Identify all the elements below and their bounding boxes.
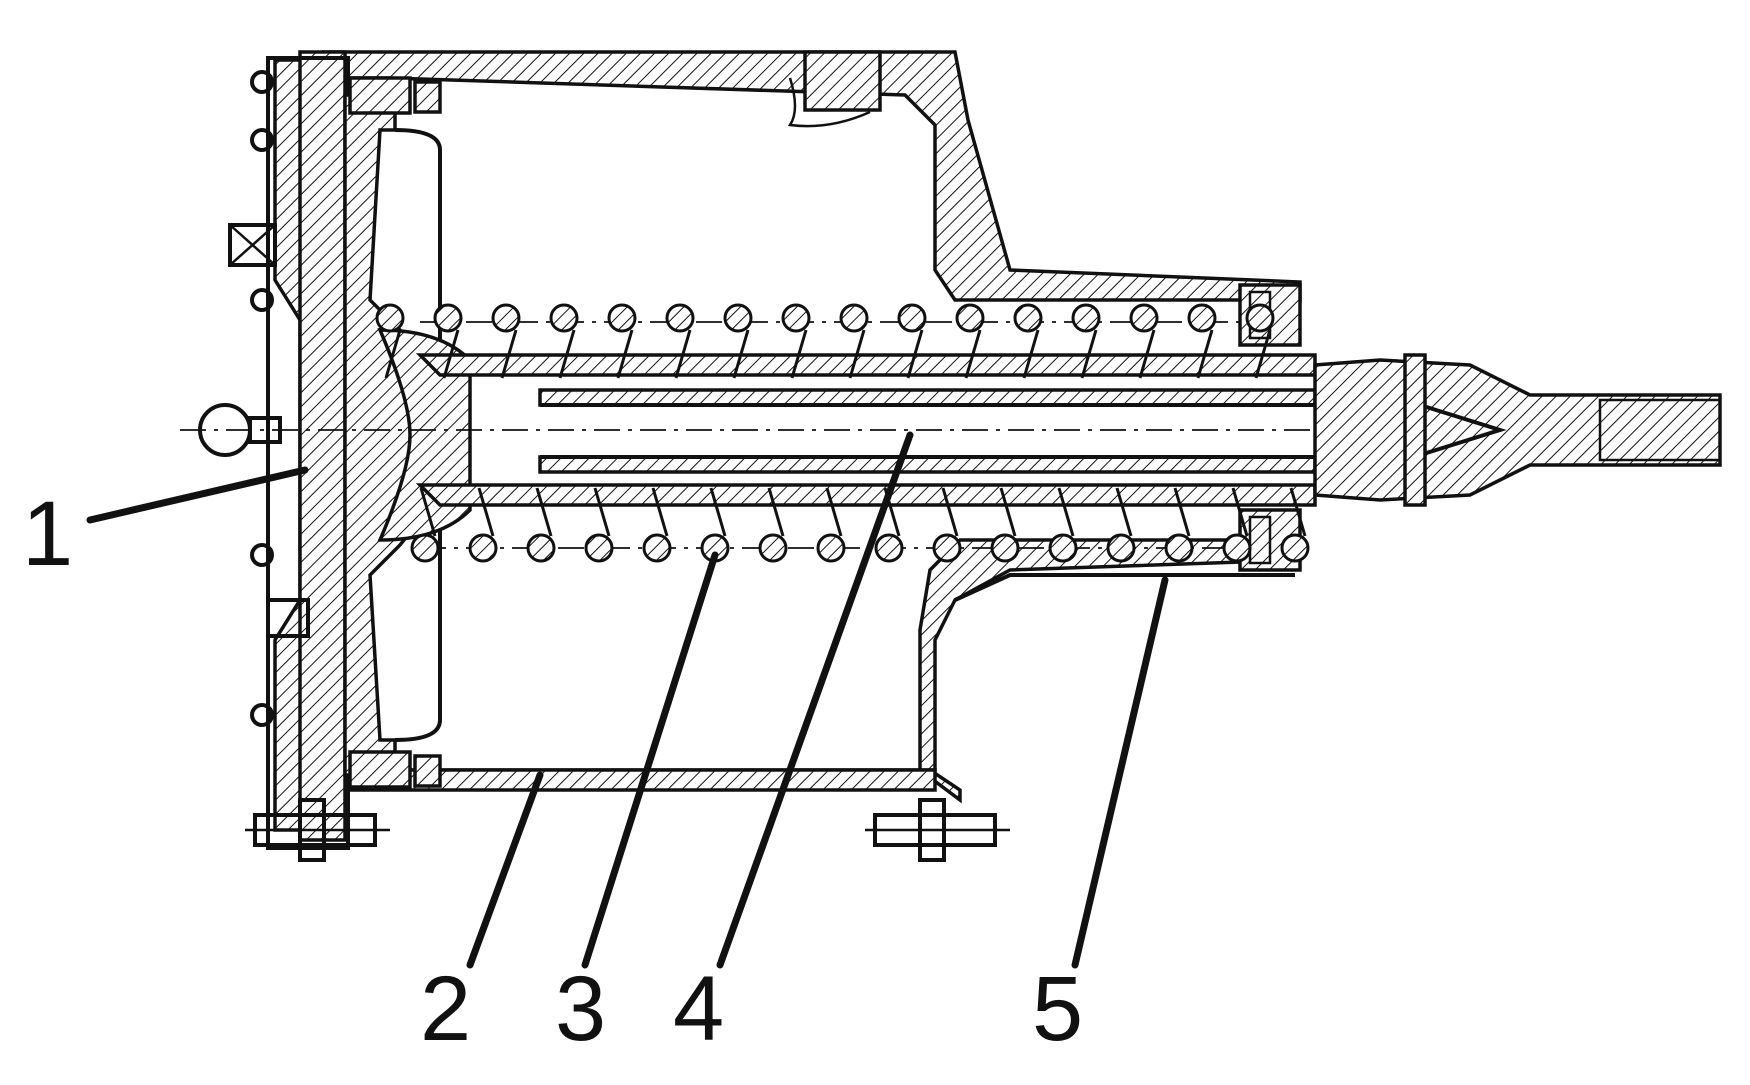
callout-number-5: 5 bbox=[1032, 958, 1083, 1060]
spring-coil bbox=[1071, 303, 1101, 333]
spring-coil-side bbox=[1057, 487, 1075, 537]
spring-coil bbox=[1245, 303, 1275, 333]
spring-coil-side bbox=[1080, 329, 1098, 379]
spring-coil bbox=[874, 533, 904, 563]
spring-coil bbox=[723, 303, 753, 333]
spring-coil-side bbox=[419, 487, 437, 537]
spring-coil-side bbox=[964, 329, 982, 379]
spring-coil-side bbox=[593, 487, 611, 537]
callout-number-2: 2 bbox=[420, 958, 471, 1060]
spring-coil-side bbox=[616, 329, 634, 379]
spring-coil bbox=[758, 533, 788, 563]
rod-end-fork bbox=[1313, 353, 1722, 507]
spring-coil-side bbox=[1254, 329, 1272, 379]
mounting-bolts bbox=[245, 798, 1010, 862]
spring-coil-side bbox=[1115, 487, 1133, 537]
spring-coil-side bbox=[767, 487, 785, 537]
spring-coil bbox=[1187, 303, 1217, 333]
spring-coil-side bbox=[651, 487, 669, 537]
callout-number-3: 3 bbox=[555, 958, 606, 1060]
leader-line-1 bbox=[86, 466, 309, 524]
spring-coil-side bbox=[848, 329, 866, 379]
spring-coil-side bbox=[477, 487, 495, 537]
callout-number-4: 4 bbox=[673, 958, 724, 1060]
spring-coil-side bbox=[1022, 329, 1040, 379]
spring-coil bbox=[990, 533, 1020, 563]
piston-body bbox=[343, 76, 472, 789]
spring-coil-side bbox=[941, 487, 959, 537]
spring-coil-side bbox=[1231, 487, 1249, 537]
push-rod-sleeve bbox=[415, 353, 1317, 507]
return-spring-coils-bottom bbox=[410, 487, 1310, 563]
leader-line-2 bbox=[466, 771, 544, 969]
cover-bolts bbox=[198, 70, 310, 727]
spring-coil-side bbox=[674, 329, 692, 379]
spring-coil bbox=[955, 303, 985, 333]
spring-coil bbox=[433, 303, 463, 333]
spring-coil bbox=[665, 303, 695, 333]
spring-coil bbox=[932, 533, 962, 563]
spring-coil-side bbox=[442, 329, 460, 379]
spring-coil bbox=[491, 303, 521, 333]
spring-coil-side bbox=[732, 329, 750, 379]
spring-coil-side bbox=[1196, 329, 1214, 379]
spring-coil bbox=[375, 303, 405, 333]
spring-coil bbox=[1106, 533, 1136, 563]
callout-number-1: 1 bbox=[22, 483, 73, 585]
spring-coil bbox=[1222, 533, 1252, 563]
return-spring-coils-top bbox=[375, 303, 1275, 379]
spring-coil-side bbox=[1173, 487, 1191, 537]
spring-coil bbox=[781, 303, 811, 333]
spring-coil bbox=[642, 533, 672, 563]
leader-line-4 bbox=[716, 431, 914, 969]
spring-coil-side bbox=[1289, 487, 1307, 537]
end-cover-plate bbox=[266, 50, 350, 850]
spring-coil-side bbox=[709, 487, 727, 537]
spring-coil-side bbox=[558, 329, 576, 379]
spring-coil bbox=[410, 533, 440, 563]
housing-lower-wall bbox=[328, 538, 1302, 804]
spring-coil bbox=[584, 533, 614, 563]
spring-coil bbox=[1280, 533, 1310, 563]
spring-coil bbox=[526, 533, 556, 563]
spring-coil bbox=[468, 533, 498, 563]
spring-coil-side bbox=[535, 487, 553, 537]
spring-coil bbox=[816, 533, 846, 563]
spring-coil bbox=[1164, 533, 1194, 563]
housing-upper-wall bbox=[321, 50, 1302, 302]
spring-coil bbox=[1048, 533, 1078, 563]
spring-coil-side bbox=[906, 329, 924, 379]
spring-coil bbox=[549, 303, 579, 333]
leader-line-5 bbox=[1071, 576, 1169, 969]
spring-coil bbox=[839, 303, 869, 333]
spring-coil bbox=[1013, 303, 1043, 333]
spring-coil bbox=[897, 303, 927, 333]
spring-coil bbox=[607, 303, 637, 333]
spring-coil-side bbox=[1138, 329, 1156, 379]
spring-coil-side bbox=[825, 487, 843, 537]
spring-coil-side bbox=[500, 329, 518, 379]
spring-coil-side bbox=[790, 329, 808, 379]
spring-coil bbox=[1129, 303, 1159, 333]
spring-coil-side bbox=[384, 329, 402, 379]
spring-coil-side bbox=[999, 487, 1017, 537]
leader-line-3 bbox=[581, 551, 719, 969]
